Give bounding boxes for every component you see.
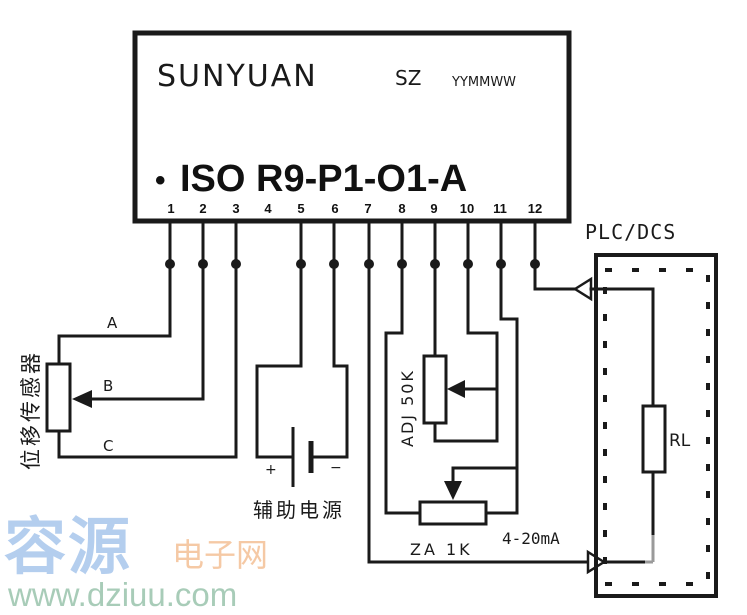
load-resistor [641,404,667,474]
sensor-potentiometer [45,362,72,433]
pin-number: 5 [297,201,304,216]
chip-bullet: • [155,164,166,197]
plc-dcs-box: PLC/DCS RL [585,220,718,598]
pin-number: 2 [199,201,206,216]
chip-brand-suffix: SZ [395,66,421,90]
za-potentiometer [418,500,488,526]
load-label: RL [669,431,691,451]
output-return-wire [367,262,590,564]
pin-number: 6 [331,201,338,216]
chip-body [132,30,572,224]
auxiliary-power: + − 辅助电源 [253,262,349,522]
adj-wiper-arrow-icon [447,380,465,398]
power-plus-label: + [265,462,277,478]
adjust-network: ADJ 50K ZA 1K [384,262,519,559]
za-label: ZA 1K [410,540,473,559]
chip-model: ISO R9-P1-O1-A [180,158,467,200]
current-label: 4-20mA [502,529,560,548]
wiper-arrow-icon [72,390,92,408]
pin-number: 10 [460,201,474,216]
adj-label: ADJ 50K [398,369,417,447]
pin-number: 8 [398,201,405,216]
chip-date-code: YYMMWW [451,75,516,90]
watermark-cn-sub: 电子网 [172,536,268,574]
terminal-label-c: C [103,437,113,455]
pin-number: 9 [430,201,437,216]
plc-dcs-label: PLC/DCS [585,220,676,244]
power-title: 辅助电源 [253,498,345,522]
output-signal-wire [533,262,577,291]
pin-number: 11 [493,201,507,216]
input-arrow-icon [572,276,593,302]
pin-number: 12 [528,201,542,216]
terminal-label-a: A [107,314,118,332]
adj-potentiometer [422,354,448,425]
pin-leads [168,221,537,266]
pin-number: 3 [232,201,239,216]
terminal-label-b: B [103,377,113,395]
power-minus-label: − [330,460,342,476]
pin-number: 1 [167,201,174,216]
watermark: 容源 电子网 www.dziuu.com [4,510,268,613]
sensor-title: 位移传感器 [19,350,43,470]
pin-number: 4 [264,201,272,216]
chip-brand: SUNYUAN [157,59,318,94]
plc-inner-dashed-border [603,268,710,586]
watermark-url: www.dziuu.com [7,576,237,613]
displacement-sensor: A B C 位移传感器 [19,262,238,470]
za-wiper-arrow-icon [444,481,462,500]
pin-number: 7 [364,201,371,216]
watermark-cn-main: 容源 [4,510,132,583]
pin-numbers: 1 2 3 4 5 6 7 8 9 10 11 12 [167,201,542,216]
junction-dots [165,259,540,269]
